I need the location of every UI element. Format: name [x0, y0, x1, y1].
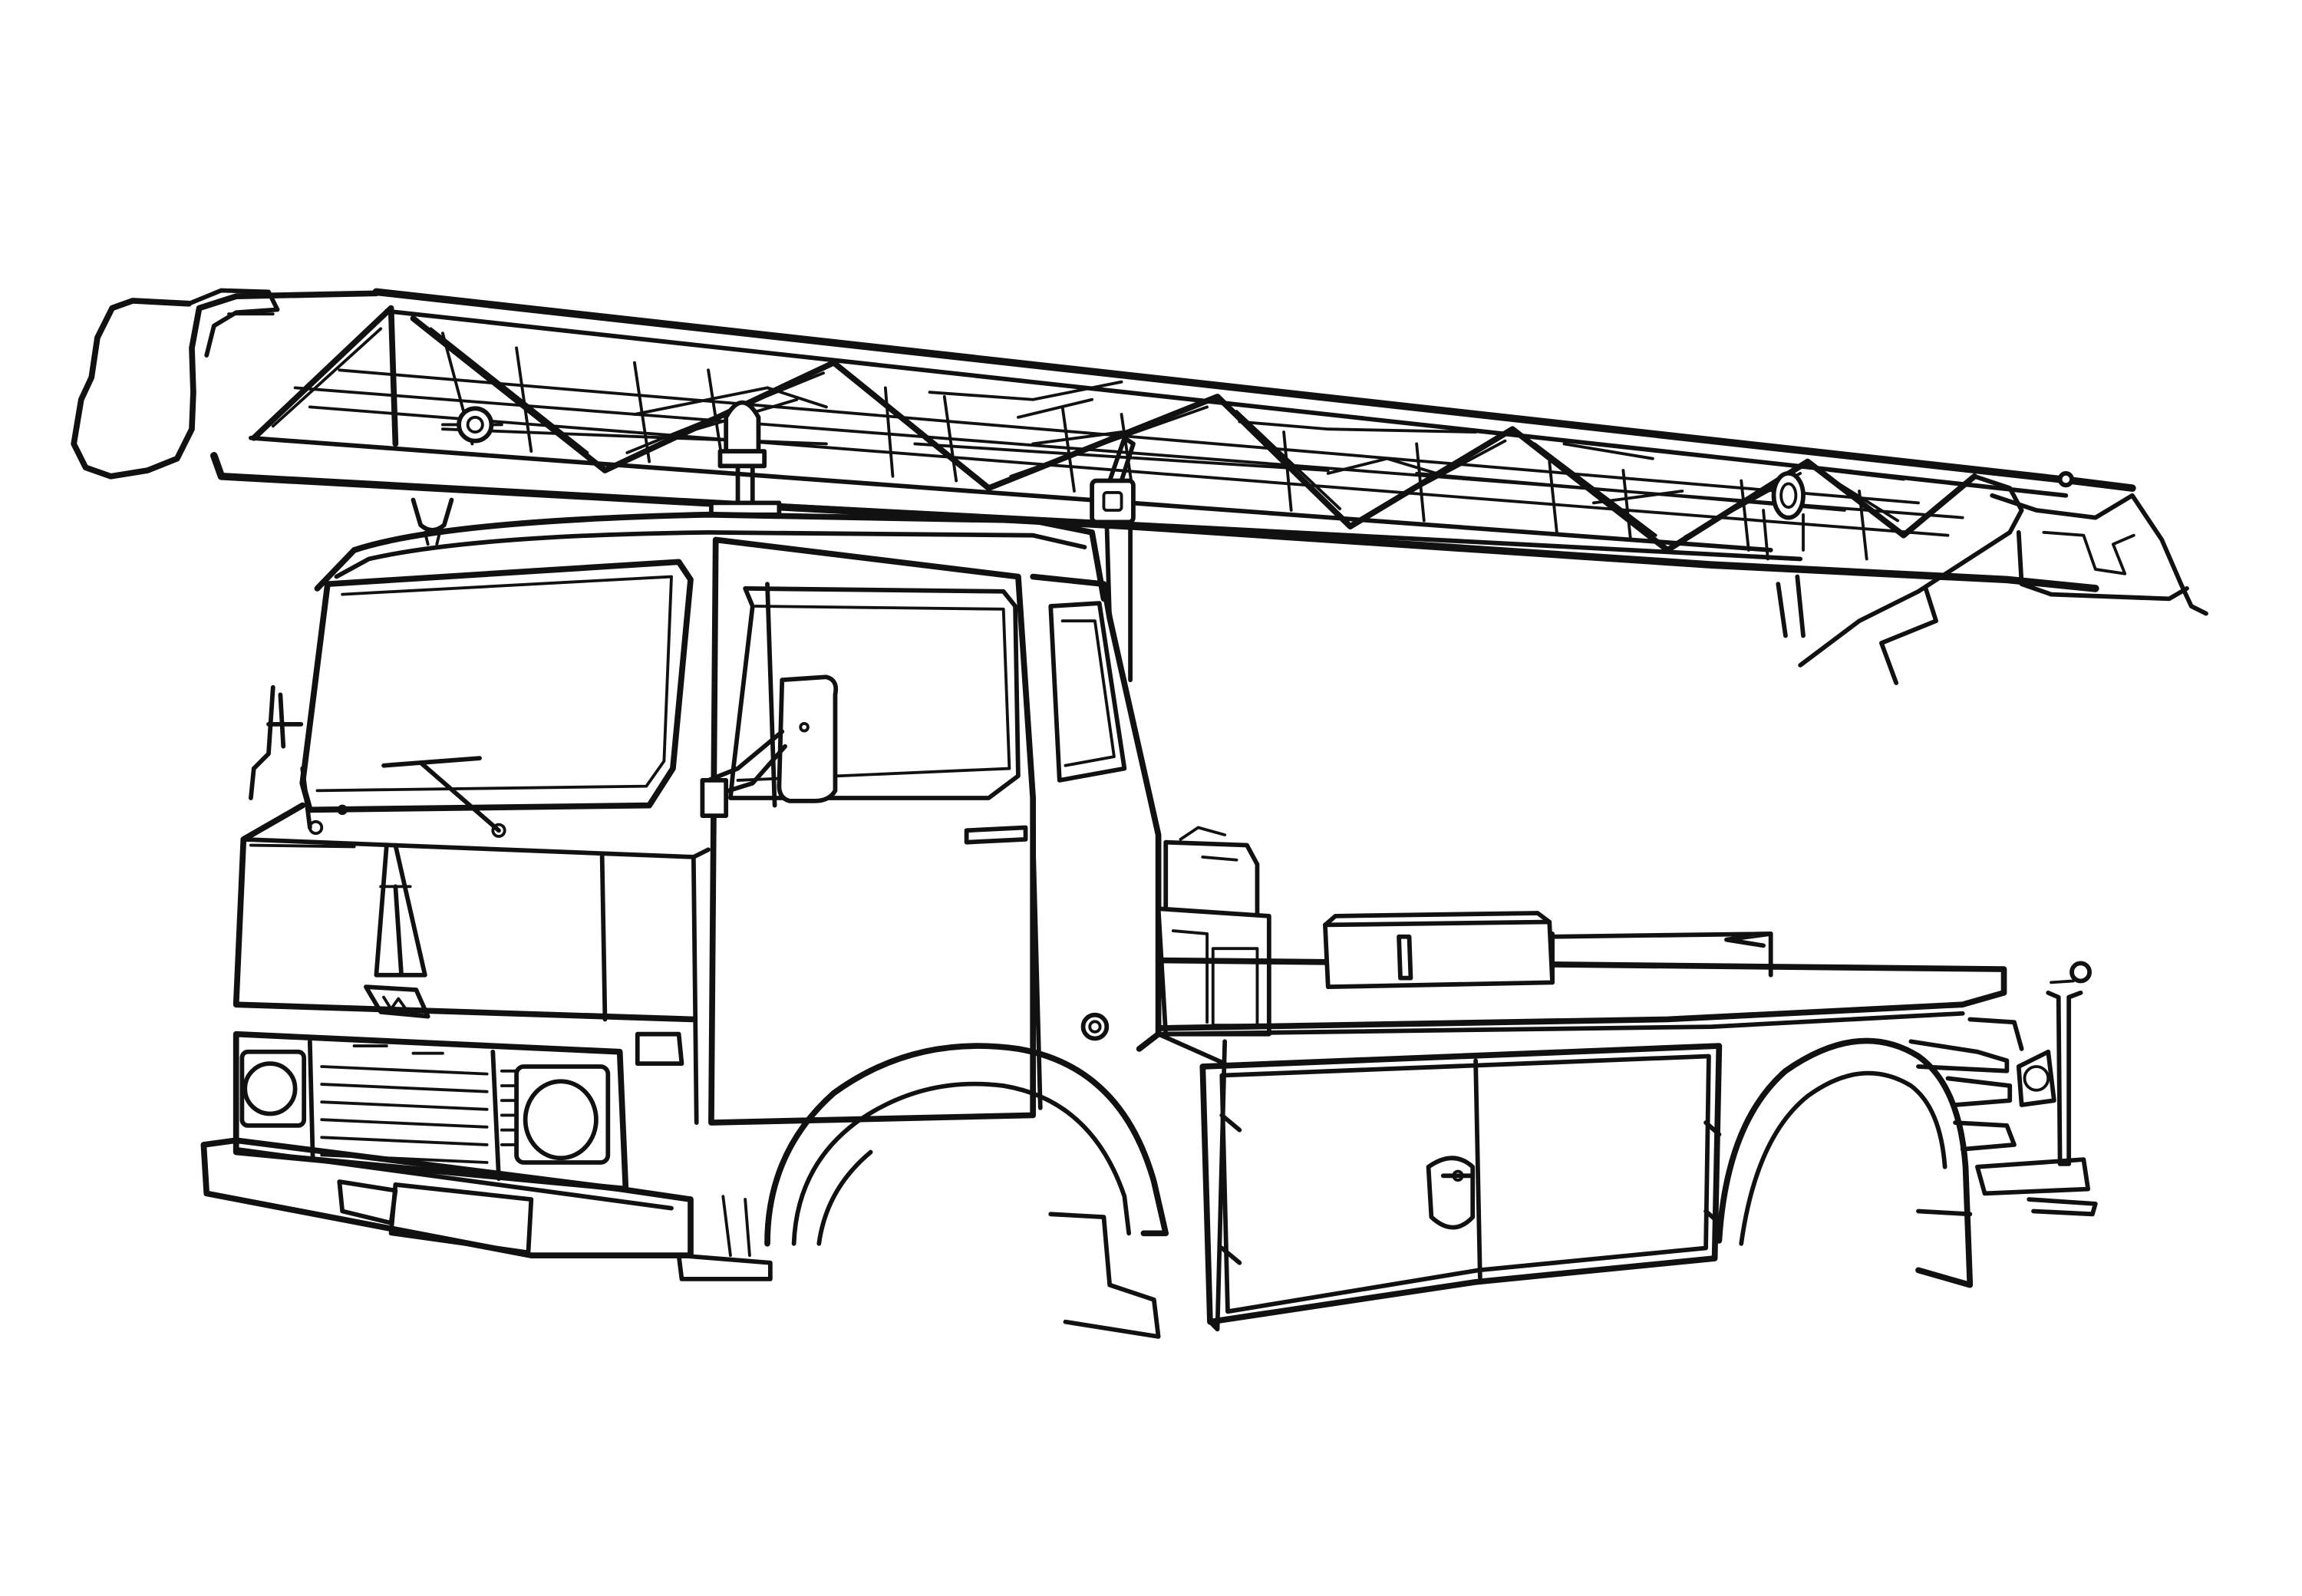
left-headlight — [239, 1049, 307, 1128]
front-bumper — [200, 1137, 694, 1258]
ladder-lamp-rear — [1762, 471, 1806, 561]
rear-cab-window — [1048, 601, 1127, 783]
magirus-m-emblem — [364, 843, 430, 1019]
wiper — [381, 756, 501, 833]
door-mirror — [700, 674, 839, 818]
locker-handle — [1426, 1156, 1476, 1230]
roof-beacon — [709, 400, 782, 517]
left-mirror — [249, 684, 312, 830]
side-locker — [1156, 1031, 1723, 1332]
right-headlight — [514, 1064, 611, 1165]
bed-storage-box — [1323, 911, 1555, 990]
door-handle — [964, 825, 1028, 845]
cab-door — [708, 536, 1036, 1126]
flatbed — [1155, 911, 2007, 1037]
jerry-cans — [1156, 826, 1271, 1037]
rear-pole-lamp — [2027, 961, 2098, 1217]
ladder-lamp-front — [441, 406, 503, 444]
fuel-cap — [1080, 1012, 1110, 1041]
ladder-tip-cage — [71, 290, 380, 480]
rear-steps — [1908, 1017, 2091, 1196]
cab — [233, 511, 1162, 1126]
door-window — [728, 586, 1021, 800]
front-wheel-arch — [676, 1043, 1169, 1339]
